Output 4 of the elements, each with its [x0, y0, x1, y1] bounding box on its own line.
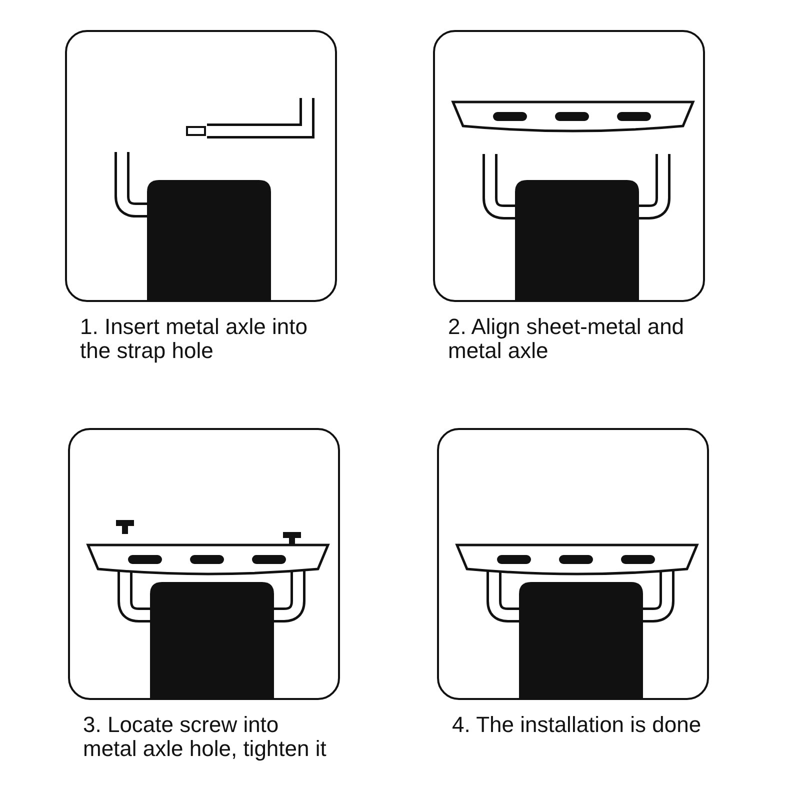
step-caption: 1. Insert metal axle into the strap hole: [80, 315, 308, 363]
step-caption: 3. Locate screw into metal axle hole, tighten it: [83, 713, 328, 761]
step-caption: 4. The installation is done: [452, 713, 702, 737]
step-caption: 2. Align sheet-metal and metal axle: [448, 315, 686, 363]
